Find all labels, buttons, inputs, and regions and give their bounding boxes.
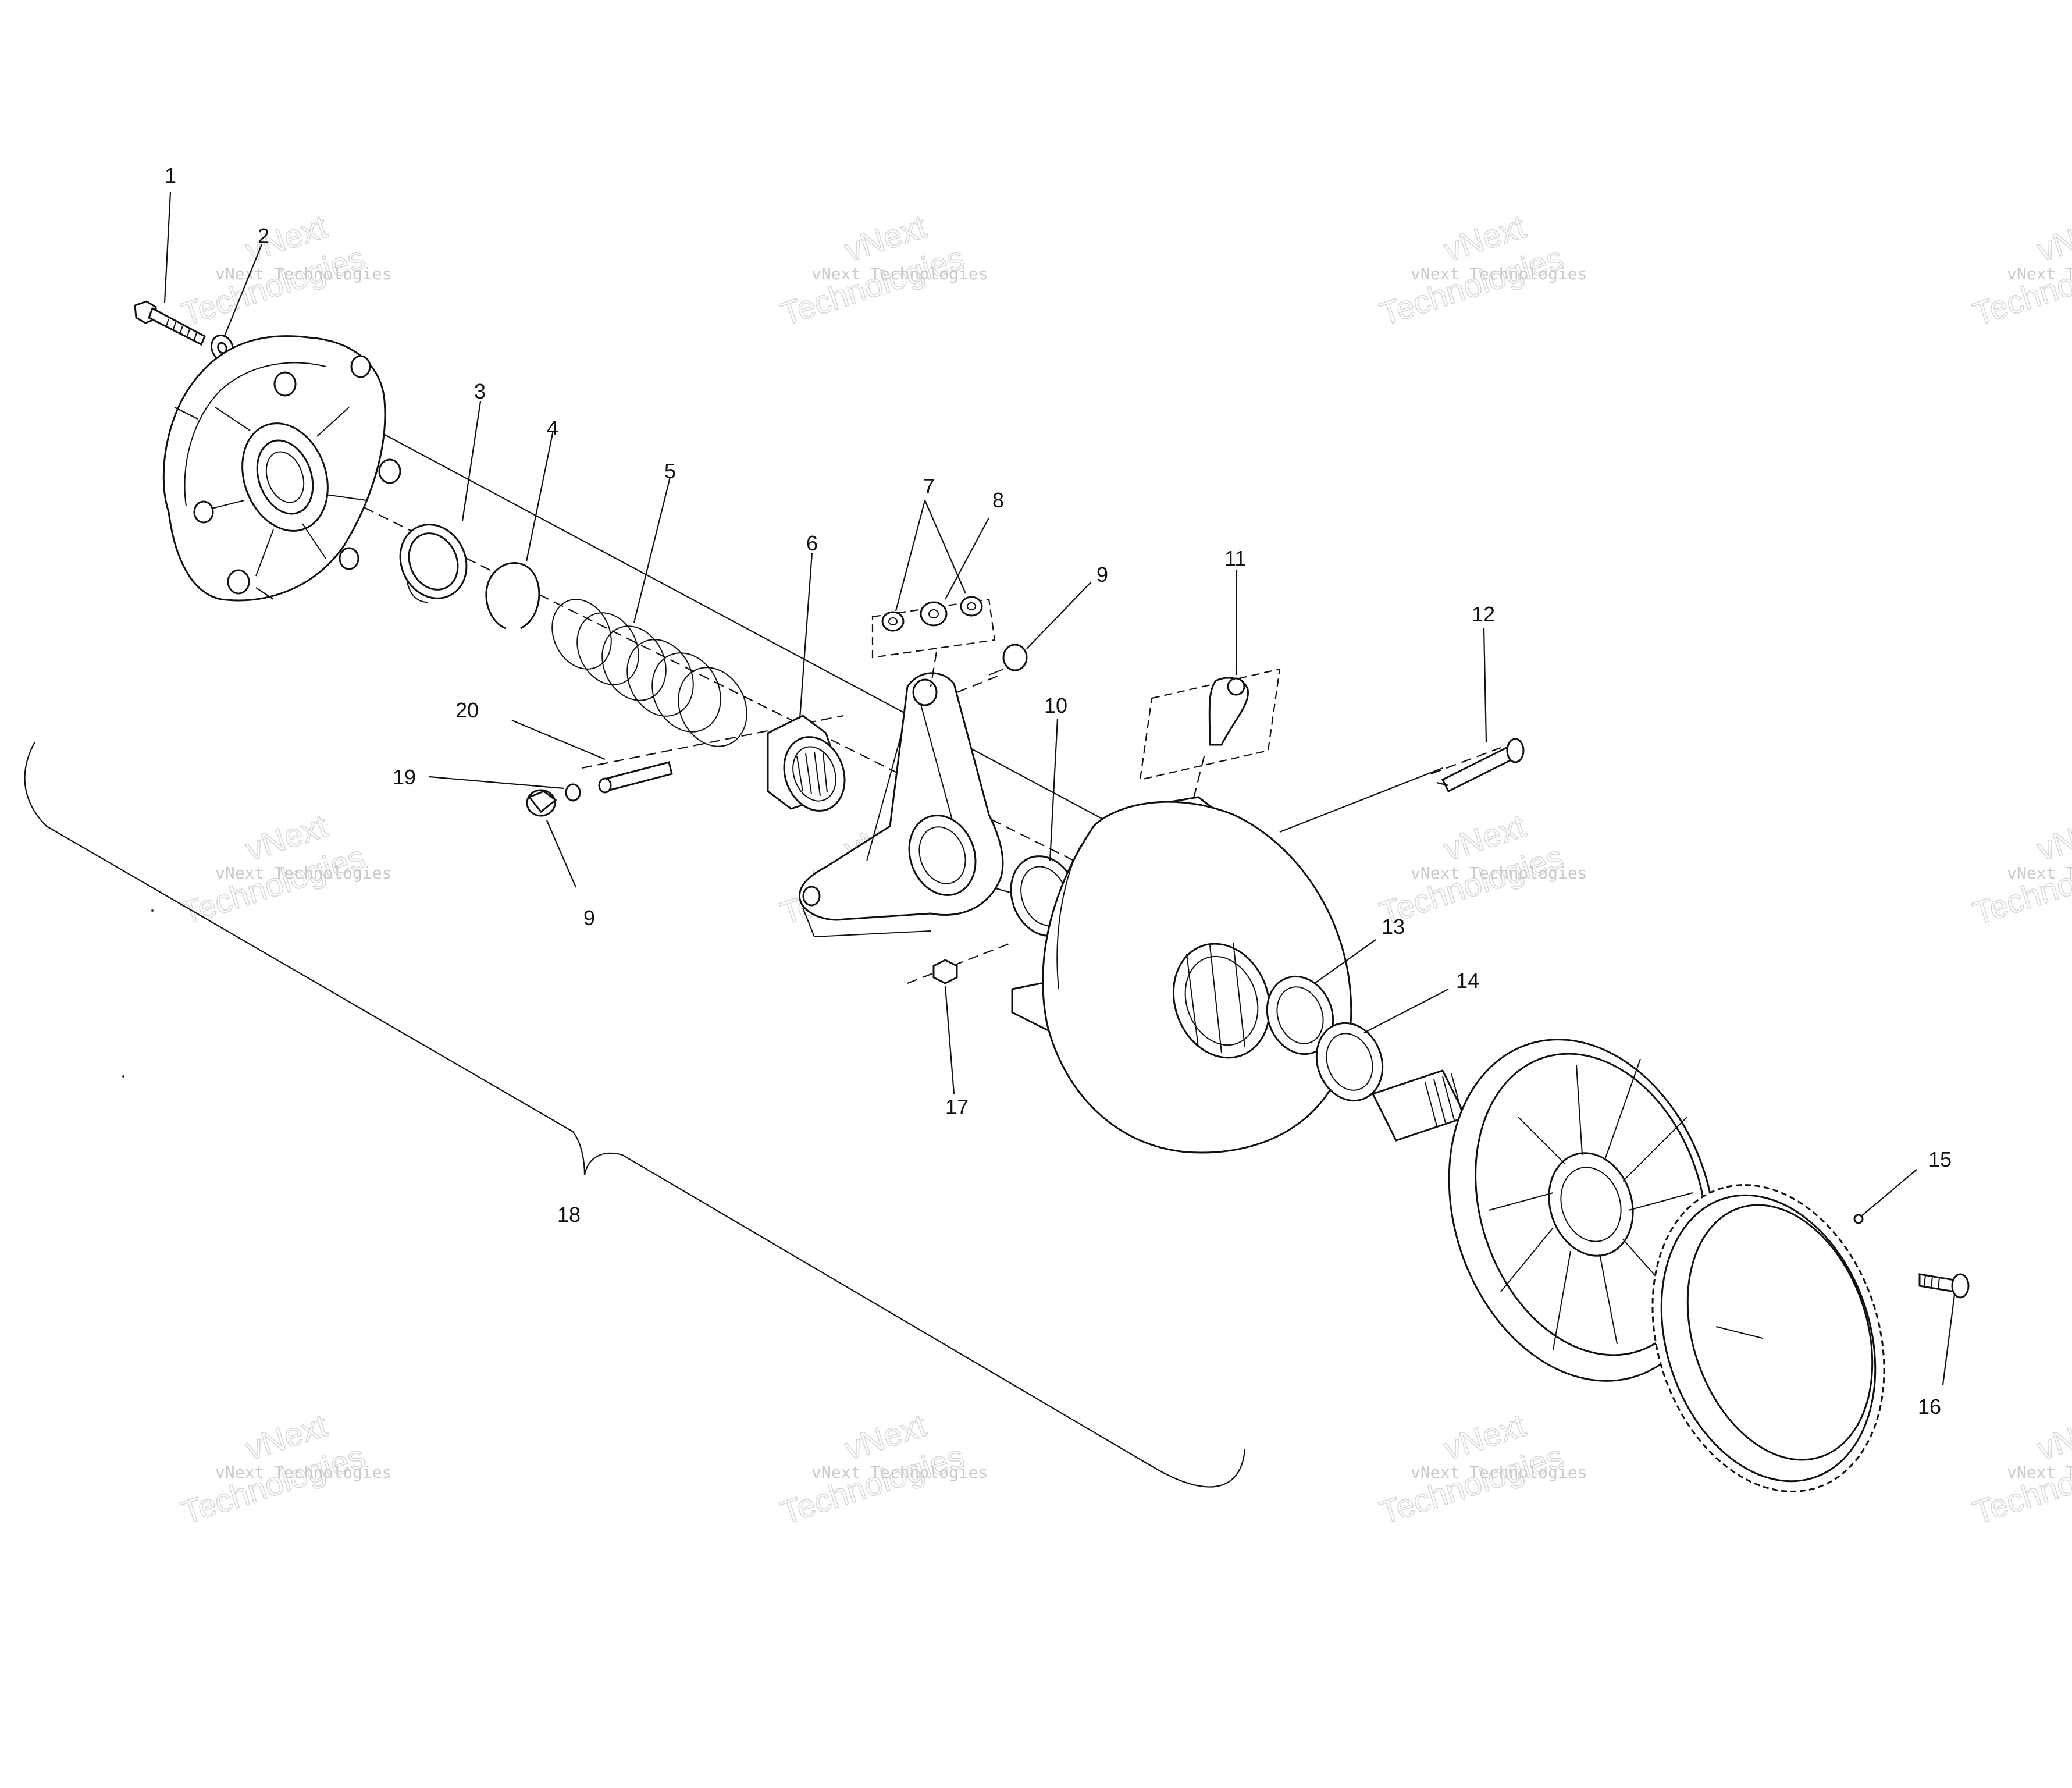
part-4-snap-ring: [485, 562, 540, 630]
watermark-tile: vNext Technologies vNext Technologies: [1375, 207, 1587, 333]
callout-13: 13: [1382, 915, 1405, 939]
svg-text:vNext: vNext: [2032, 807, 2072, 868]
callout-4: 4: [547, 416, 558, 440]
callout-5: 5: [664, 459, 676, 483]
callout-18: 18: [557, 1203, 581, 1227]
svg-text:vNext: vNext: [2032, 1406, 2072, 1467]
part-17-nut: [932, 959, 958, 984]
svg-text:vNext Technologies: vNext Technologies: [2007, 264, 2072, 283]
callout-1: 1: [165, 163, 176, 187]
callout-2: 2: [258, 224, 269, 248]
svg-text:vNext Technologies: vNext Technologies: [215, 1463, 391, 1482]
part-1-bolt: [134, 300, 206, 346]
watermark-tile: vNext Technologies vNext Technologies: [1375, 806, 1587, 932]
svg-text:vNext Technologies: vNext Technologies: [1411, 863, 1587, 883]
svg-text:vNext Technologies: vNext Technologies: [811, 264, 988, 283]
callout-20: 20: [455, 698, 479, 722]
watermark-tile: vNext Technologies vNext Technologies: [1968, 207, 2072, 333]
part-16-screw: [1918, 1273, 1970, 1299]
part-12-pin: [1436, 738, 1525, 793]
callout-3: 3: [474, 379, 486, 403]
callout-8: 8: [992, 488, 1004, 512]
part-9-plug-lower: [526, 789, 557, 817]
watermark-tile: vNext Technologies vNext Technologies: [1968, 1406, 2072, 1531]
callout-9-lower: 9: [583, 906, 595, 930]
part-11-weight: [1139, 668, 1281, 804]
watermark-tile: vNext Technologies vNext Technologies: [176, 207, 391, 333]
watermark-tile: vNext Technologies vNext Technologies: [176, 806, 391, 932]
svg-text:vNext Technologies: vNext Technologies: [2007, 1463, 2072, 1482]
part-moveable-sheave: [1011, 796, 1352, 1154]
callout-6: 6: [806, 531, 818, 555]
part-19-o-ring: [565, 783, 581, 802]
leader-lines: [163, 191, 1956, 1385]
watermark-tile: vNext Technologies vNext Technologies: [775, 207, 988, 333]
watermark-tile: vNext Technologies vNext Technologies: [1968, 806, 2072, 932]
part-5-spring: [551, 599, 747, 747]
part-14-washer: [1315, 1022, 1384, 1102]
callout-16: 16: [1918, 1395, 1941, 1419]
callout-15: 15: [1928, 1147, 1952, 1171]
watermark-tile: vNext Technologies vNext Technologies: [1375, 1406, 1587, 1531]
part-fixed-sheave: [1371, 1039, 1717, 1382]
callout-17: 17: [945, 1095, 969, 1119]
part-7-8-rollers: [871, 596, 996, 687]
part-20-pin: [598, 761, 673, 794]
callout-19: 19: [393, 765, 416, 789]
watermark-tile: vNext Technologies vNext Technologies: [775, 1406, 988, 1531]
watermark-tile: vNext Technologies vNext Technologies: [176, 1406, 391, 1531]
callout-10: 10: [1044, 694, 1067, 717]
part-cover-housing: [162, 335, 401, 602]
callout-9-upper: 9: [1096, 563, 1108, 586]
callout-labels: 1 2 3 4 5 6 7 8 9 10 11 12 13 14 15 16 1…: [165, 163, 1952, 1419]
svg-text:vNext Technologies: vNext Technologies: [2007, 863, 2072, 883]
part-9-plug-upper: [988, 644, 1028, 676]
part-13-bushing: [1266, 975, 1334, 1055]
assembly-brace-18: [24, 741, 1246, 1488]
callout-7: 7: [923, 474, 935, 498]
svg-text:vNext Technologies: vNext Technologies: [1411, 264, 1587, 283]
part-15-ring-gear: [1651, 1184, 1885, 1492]
svg-text:vNext Technologies: vNext Technologies: [215, 264, 391, 283]
svg-text:vNext: vNext: [2032, 208, 2072, 268]
svg-text:vNext Technologies: vNext Technologies: [215, 863, 391, 883]
part-spider-arm: [799, 672, 1004, 938]
svg-text:vNext Technologies: vNext Technologies: [811, 1463, 988, 1482]
callout-14: 14: [1456, 969, 1479, 993]
svg-text:vNext Technologies: vNext Technologies: [1411, 1463, 1587, 1482]
callout-12: 12: [1472, 602, 1495, 626]
scan-specks: [122, 909, 154, 1078]
part-6-cam-sleeve: [767, 715, 846, 812]
part-3-bushing: [399, 524, 468, 603]
callout-11: 11: [1224, 546, 1246, 570]
